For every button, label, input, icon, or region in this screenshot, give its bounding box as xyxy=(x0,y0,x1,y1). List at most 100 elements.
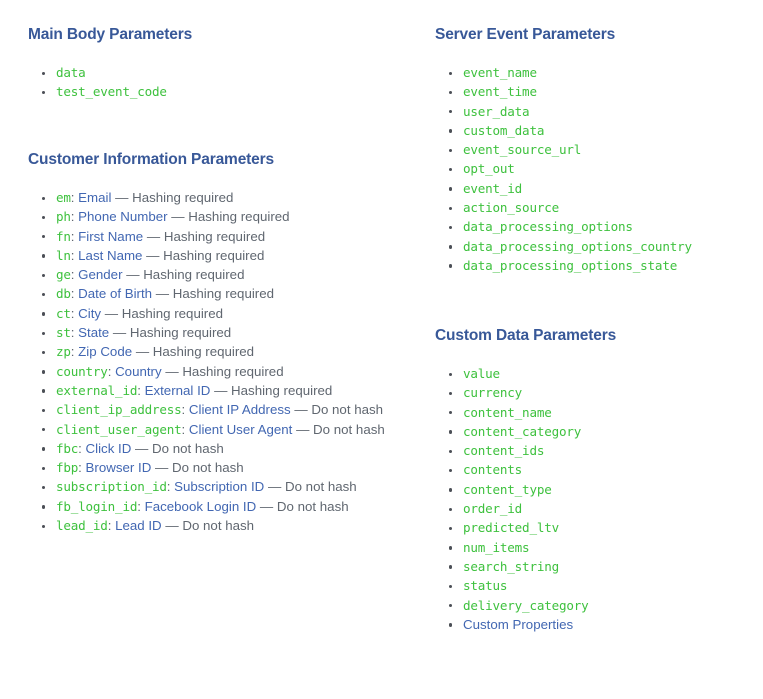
parameter-link[interactable]: Click ID xyxy=(85,440,132,456)
parameter-list-item: opt_out xyxy=(435,159,755,178)
parameter-colon: : xyxy=(78,440,86,456)
parameter-colon: : xyxy=(70,325,79,341)
list-custom-data-parameters: value currency content_name content_categor… xyxy=(435,364,755,634)
parameter-code[interactable]: event_id xyxy=(463,180,523,196)
parameter-colon: : xyxy=(137,382,145,398)
parameter-link[interactable]: Date of Birth xyxy=(78,286,153,302)
parameter-link[interactable]: State xyxy=(78,325,110,341)
parameter-colon: : xyxy=(70,209,79,225)
parameter-list-item: client_user_agent: Client User Agent — D… xyxy=(28,420,418,439)
parameter-link[interactable]: Gender xyxy=(78,267,123,283)
parameter-code[interactable]: fbc xyxy=(56,440,79,456)
parameter-code[interactable]: event_name xyxy=(463,65,537,80)
parameter-description: — Do not hash xyxy=(131,440,224,456)
parameter-code[interactable]: value xyxy=(463,366,500,381)
parameter-code[interactable]: ct xyxy=(56,305,71,321)
parameter-code[interactable]: lead_id xyxy=(56,518,108,534)
parameter-code[interactable]: test_event_code xyxy=(56,84,167,100)
section-server-event-parameters: Server Event Parameters event_name event_… xyxy=(435,25,755,275)
parameter-list-item: predicted_ltv xyxy=(435,518,755,537)
parameter-code[interactable]: st xyxy=(56,325,71,341)
section-customer-information-parameters: Customer Information Parameters em: Emai… xyxy=(28,150,418,535)
parameter-code[interactable]: subscription_id xyxy=(56,479,167,495)
parameter-list-item: event_name xyxy=(435,63,755,82)
parameter-code[interactable]: data_processing_options xyxy=(463,219,633,235)
parameter-code[interactable]: ge xyxy=(56,267,71,283)
parameter-code[interactable]: data_processing_options_state xyxy=(463,257,678,273)
parameter-link[interactable]: External ID xyxy=(144,382,211,398)
parameter-list-item: data_processing_options_state xyxy=(435,256,755,275)
parameter-list-item: delivery_category xyxy=(435,596,755,615)
parameter-code[interactable]: contents xyxy=(463,462,523,478)
parameter-code[interactable]: action_source xyxy=(463,200,559,216)
parameter-code[interactable]: content_name xyxy=(463,404,552,420)
parameter-code[interactable]: status xyxy=(463,578,508,594)
parameter-list-item: content_name xyxy=(435,403,755,422)
parameter-link[interactable]: Client User Agent xyxy=(188,421,293,437)
parameter-link[interactable]: Zip Code xyxy=(78,344,133,360)
parameter-code[interactable]: search_string xyxy=(463,558,559,574)
parameter-code[interactable]: client_ip_address xyxy=(56,402,182,418)
parameter-list-item: st: State — Hashing required xyxy=(28,323,418,342)
parameter-list-item: fn: First Name — Hashing required xyxy=(28,227,418,246)
parameter-link[interactable]: Custom Properties xyxy=(463,616,574,632)
parameter-list-item: test_event_code xyxy=(28,82,418,101)
parameter-code[interactable]: ln xyxy=(56,247,71,263)
parameter-list-item: user_data xyxy=(435,102,755,121)
parameter-link[interactable]: Client IP Address xyxy=(188,402,291,418)
parameter-code[interactable]: fbp xyxy=(56,460,79,476)
parameter-link[interactable]: Subscription ID xyxy=(174,479,265,495)
parameter-code[interactable]: currency xyxy=(463,385,523,401)
parameter-description: — Do not hash xyxy=(292,421,385,437)
parameter-description: — Do not hash xyxy=(161,518,255,534)
parameter-link[interactable]: Browser ID xyxy=(85,460,152,476)
parameter-link[interactable]: Facebook Login ID xyxy=(144,498,257,514)
parameter-code[interactable]: event_source_url xyxy=(463,142,582,158)
parameter-list-item: data_processing_options_country xyxy=(435,237,755,256)
parameter-code[interactable]: country xyxy=(56,363,108,379)
parameter-code[interactable]: db xyxy=(56,286,71,302)
parameter-code[interactable]: event_time xyxy=(463,84,537,100)
parameter-colon: : xyxy=(166,479,175,495)
heading-customer-information-parameters: Customer Information Parameters xyxy=(28,151,274,168)
parameter-link[interactable]: City xyxy=(78,305,102,321)
parameter-list-item: fbc: Click ID — Do not hash xyxy=(28,439,418,458)
parameter-code[interactable]: num_items xyxy=(463,539,530,555)
parameter-code[interactable]: delivery_category xyxy=(463,597,589,613)
parameter-code[interactable]: external_id xyxy=(56,382,138,398)
parameter-code[interactable]: custom_data xyxy=(463,122,545,138)
parameter-list-item: ln: Last Name — Hashing required xyxy=(28,246,418,265)
parameter-code[interactable]: predicted_ltv xyxy=(463,520,559,536)
parameter-code[interactable]: data_processing_options_country xyxy=(463,238,692,254)
parameter-list-item: order_id xyxy=(435,499,755,518)
parameter-code[interactable]: fb_login_id xyxy=(56,498,138,514)
parameter-code[interactable]: user_data xyxy=(463,103,530,119)
parameter-link[interactable]: Last Name xyxy=(78,247,143,263)
parameter-list-item: data_processing_options xyxy=(435,217,755,236)
parameter-code[interactable]: content_ids xyxy=(463,443,545,459)
parameter-code[interactable]: content_type xyxy=(463,481,552,497)
parameter-link[interactable]: Lead ID xyxy=(115,518,162,534)
parameter-colon: : xyxy=(70,344,79,360)
parameter-description: — Hashing required xyxy=(167,209,290,225)
parameter-link[interactable]: First Name xyxy=(78,228,144,244)
parameter-code[interactable]: opt_out xyxy=(463,161,515,177)
parameter-list-item: ge: Gender — Hashing required xyxy=(28,265,418,284)
parameter-code[interactable]: ph xyxy=(56,209,71,225)
parameter-code[interactable]: fn xyxy=(56,228,71,244)
parameter-link[interactable]: Email xyxy=(78,190,112,205)
parameter-code[interactable]: em xyxy=(56,190,71,205)
parameter-list-item: ct: City — Hashing required xyxy=(28,304,418,323)
parameter-code[interactable]: client_user_agent xyxy=(56,421,182,437)
parameter-code[interactable]: data xyxy=(56,65,86,80)
parameter-colon: : xyxy=(107,518,116,534)
parameter-colon: : xyxy=(70,247,79,263)
parameter-code[interactable]: content_category xyxy=(463,423,582,439)
parameter-colon: : xyxy=(70,190,79,205)
parameter-description: — Do not hash xyxy=(151,460,244,476)
parameter-link[interactable]: Phone Number xyxy=(78,209,168,225)
heading-server-event-parameters: Server Event Parameters xyxy=(435,26,616,43)
parameter-code[interactable]: order_id xyxy=(463,501,523,517)
parameter-code[interactable]: zp xyxy=(56,344,71,360)
parameter-link[interactable]: Country xyxy=(115,363,162,379)
